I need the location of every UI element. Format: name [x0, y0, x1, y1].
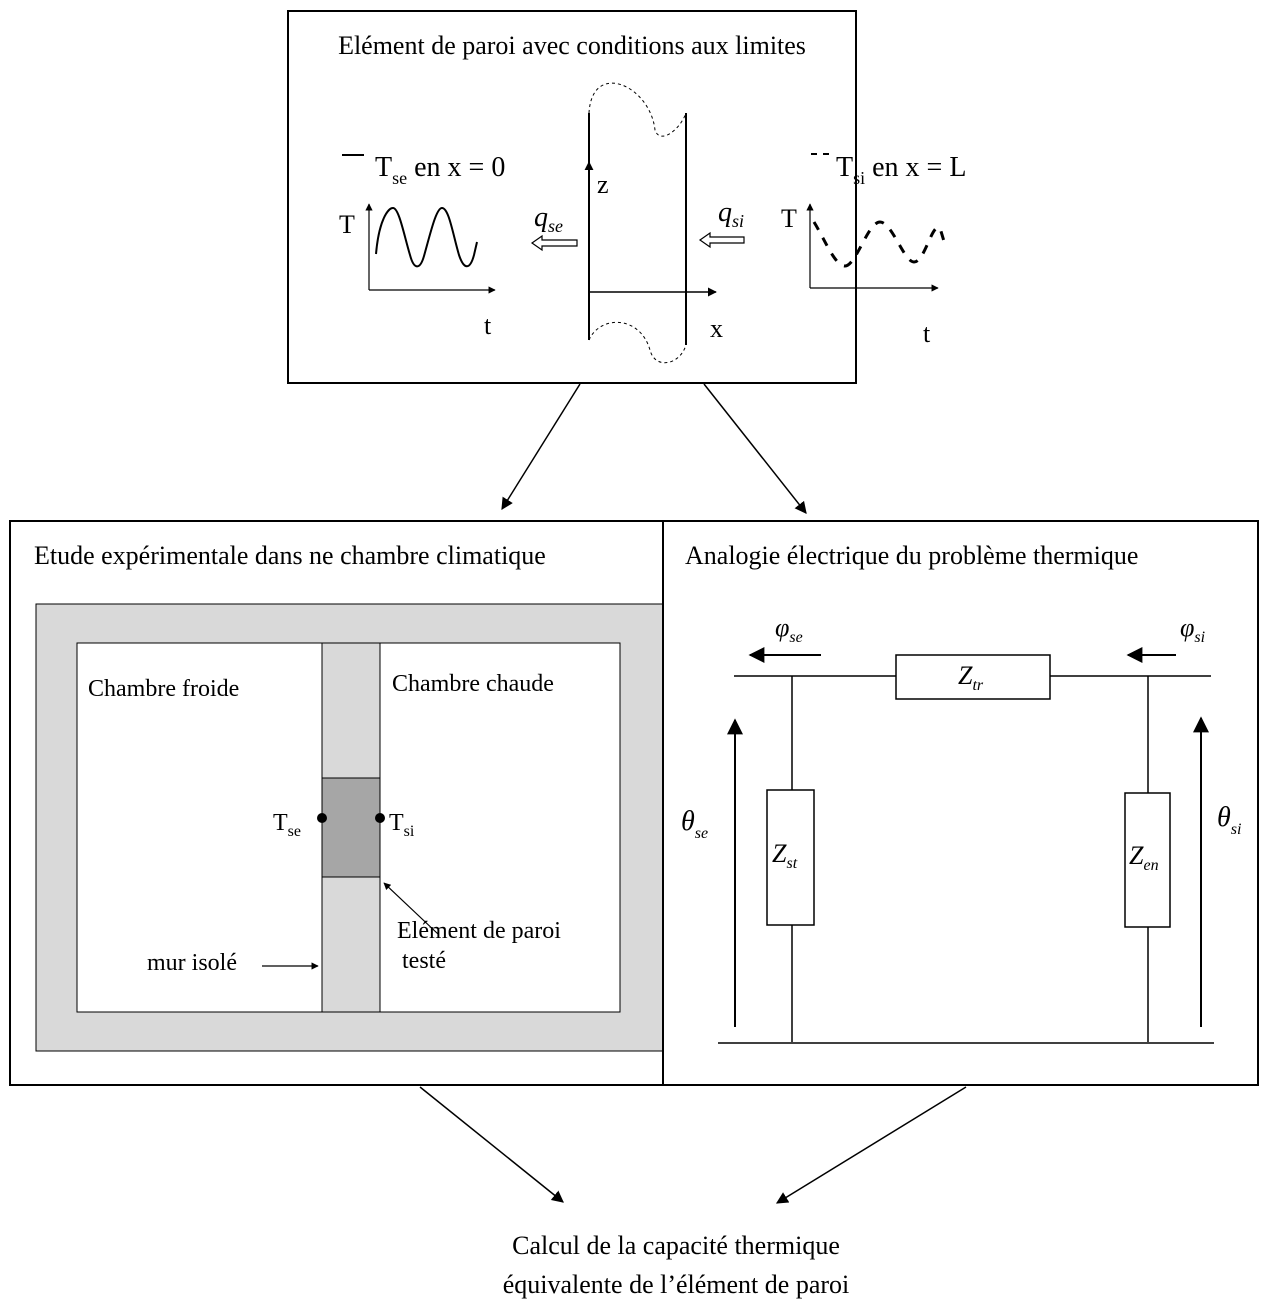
wall-break-bottom [588, 321, 687, 364]
cold-room-label: Chambre froide [88, 676, 239, 702]
arrow-to-analogy [703, 383, 807, 514]
top-panel-title: Elément de paroi avec conditions aux lim… [338, 31, 806, 60]
z-tr-label: Ztr [958, 661, 984, 694]
hollow-arrow-left-icon [698, 231, 745, 249]
result-line-2: équivalente de l’élément de paroi [503, 1270, 850, 1299]
left-plot-t-label: t [484, 311, 492, 340]
arrow-analogy-to-result [775, 1086, 967, 1204]
sensor-se-dot [317, 813, 327, 823]
left-temperature-plot: T t [339, 203, 496, 340]
left-plot-T-label: T [339, 210, 355, 239]
theta-se-label: θse [681, 806, 708, 842]
experimental-panel-title: Etude expérimentale dans ne chambre clim… [34, 541, 546, 570]
tested-element-label-2: testé [402, 948, 446, 974]
tested-wall-element [321, 777, 381, 878]
tested-element-label-1: Elément de paroi [397, 918, 561, 944]
dashed-sine-wave [812, 220, 948, 268]
top-panel-border [287, 10, 857, 384]
tested-element-pointer [383, 882, 439, 935]
phi-si-label: φsi [1180, 613, 1205, 646]
x-axis-label: x [710, 314, 723, 343]
impedance-z-tr [895, 654, 1051, 700]
right-legend-text: Tsi en x = L [836, 152, 966, 188]
z-st-label: Zst [772, 839, 798, 872]
right-plot-T-label: T [781, 204, 797, 233]
z-en-label: Zen [1129, 841, 1159, 874]
hot-room-label: Chambre chaude [392, 671, 554, 697]
phi-se-label: φse [775, 613, 803, 646]
z-axis-label: z [597, 170, 609, 199]
arrow-experimental-to-result [419, 1086, 564, 1203]
analogy-panel: Analogie électrique du problème thermiqu… [662, 520, 1259, 1086]
wall-element: z x [584, 82, 723, 364]
left-legend-text: Tse en x = 0 [375, 152, 505, 188]
arrow-to-experimental [501, 383, 581, 511]
impedance-z-en [1124, 792, 1171, 928]
right-temperature-plot: T t [781, 203, 948, 348]
flux-left: qse [530, 202, 578, 252]
sensor-si-dot [375, 813, 385, 823]
left-legend: Tse en x = 0 [342, 152, 505, 188]
sensor-si-label: Tsi [389, 810, 415, 840]
insulated-wall-label: mur isolé [147, 950, 237, 976]
hollow-arrow-left-icon [530, 234, 578, 252]
experimental-panel: Etude expérimentale dans ne chambre clim… [9, 520, 664, 1086]
right-legend: Tsi en x = L [811, 152, 966, 188]
theta-si-label: θsi [1217, 802, 1241, 838]
q-se-label: qse [534, 202, 563, 236]
wall-break-top [588, 82, 687, 137]
result-line-1: Calcul de la capacité thermique [512, 1231, 840, 1260]
flux-right: qsi [698, 197, 745, 249]
right-plot-t-label: t [923, 319, 931, 348]
solid-sine-wave [375, 206, 478, 268]
sensor-se-label: Tse [273, 810, 301, 840]
top-panel: Elément de paroi avec conditions aux lim… [287, 10, 966, 384]
analogy-panel-title: Analogie électrique du problème thermiqu… [685, 541, 1138, 570]
impedance-z-st [766, 789, 815, 926]
q-si-label: qsi [718, 197, 744, 231]
